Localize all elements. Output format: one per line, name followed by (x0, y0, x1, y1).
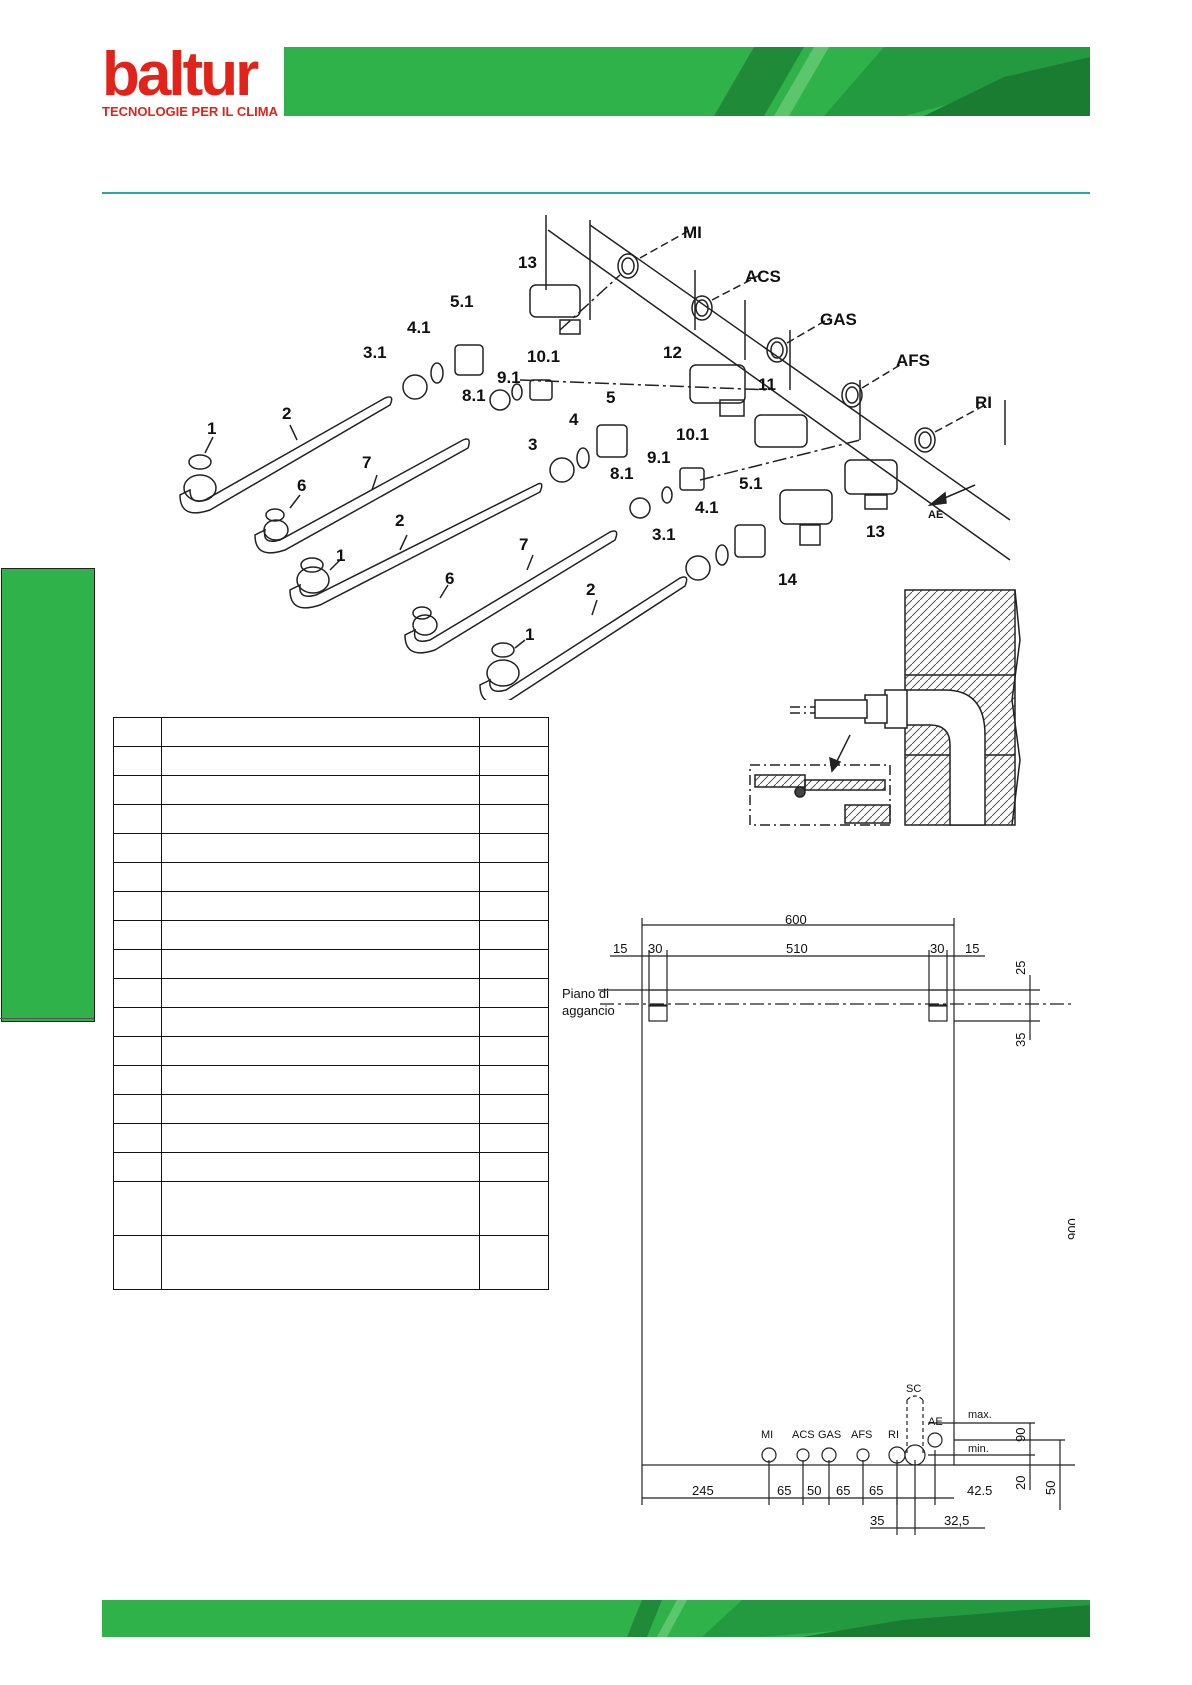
part-label: 1 (525, 625, 534, 644)
part-label: 2 (395, 511, 404, 530)
dim-65-a: 65 (777, 1483, 791, 1498)
part-label: 12 (663, 343, 682, 362)
dim-50-b: 50 (807, 1483, 821, 1498)
table-row (113, 1181, 549, 1236)
label-gas: GAS (820, 310, 857, 329)
part-label: 2 (282, 404, 291, 423)
conn-ri: RI (888, 1429, 899, 1441)
part-label: 5.1 (450, 292, 474, 311)
dim-600: 600 (785, 912, 807, 927)
dim-20: 20 (1013, 1476, 1028, 1490)
part-label: 8.1 (610, 464, 634, 483)
max-label: max. (968, 1409, 992, 1421)
dimension-drawing: 600 15 30 510 30 15 Piano di aggancio 25… (562, 912, 1075, 1535)
dim-35: 35 (1013, 1033, 1028, 1047)
table-row (113, 775, 549, 805)
part-label: 5 (606, 388, 615, 407)
part-label: 14 (778, 570, 797, 589)
part-label: 9.1 (497, 368, 521, 387)
dim-35-bottom: 35 (870, 1513, 884, 1528)
label-acs: ACS (745, 267, 781, 286)
table-row (113, 949, 549, 979)
part-label: 13 (866, 522, 885, 541)
part-label: 10.1 (676, 425, 709, 444)
conn-mi: MI (761, 1429, 773, 1441)
table-row (113, 746, 549, 776)
table-row (113, 1235, 549, 1290)
dim-32-5: 32,5 (944, 1513, 969, 1528)
table-row (113, 1065, 549, 1095)
table-row (113, 862, 549, 892)
dim-245: 245 (692, 1483, 714, 1498)
table-row (113, 804, 549, 834)
header-rule (102, 192, 1090, 194)
parts-table (113, 717, 549, 1290)
part-label: 1 (336, 546, 345, 565)
part-label: 5.1 (739, 474, 763, 493)
hanging-label-line1: Piano di (562, 986, 609, 1001)
footer-band (102, 1600, 1090, 1637)
part-label: 4.1 (695, 498, 719, 517)
dim-90: 90 (1013, 1428, 1028, 1442)
conn-afs: AFS (851, 1429, 872, 1441)
part-label: 2 (586, 580, 595, 599)
exploded-connection-diagram: MI ACS GAS AFS RI AE 13 5.1 4.1 3.1 10.1… (179, 215, 1011, 700)
table-row (113, 1007, 549, 1037)
label-ae: AE (928, 509, 943, 521)
conn-gas: GAS (818, 1429, 841, 1441)
table-row (113, 833, 549, 863)
dim-510: 510 (786, 941, 808, 956)
part-label: 7 (519, 535, 528, 554)
part-label: 11 (758, 375, 776, 394)
dim-900: 900 (1065, 1218, 1075, 1240)
conn-acs: ACS (792, 1429, 815, 1441)
dim-15-right: 15 (965, 941, 979, 956)
part-label: 8.1 (462, 386, 486, 405)
dim-25: 25 (1013, 961, 1028, 975)
part-label: 9.1 (647, 448, 671, 467)
side-divider (0, 1018, 94, 1019)
table-row (113, 1094, 549, 1124)
dim-65-b: 65 (836, 1483, 850, 1498)
dim-15-left: 15 (613, 941, 627, 956)
conn-ae: AE (928, 1416, 943, 1428)
footer-band-stripes (627, 1600, 1090, 1637)
part-label: 4 (569, 410, 579, 429)
conn-sc: SC (906, 1383, 921, 1395)
table-row (113, 891, 549, 921)
part-label: 13 (518, 253, 537, 272)
header-band-stripes (714, 47, 1090, 116)
table-row (113, 1036, 549, 1066)
part-label: 4.1 (407, 318, 431, 337)
part-label: 3.1 (363, 343, 387, 362)
table-row (113, 1152, 549, 1182)
dim-50: 50 (1043, 1481, 1058, 1495)
part-label: 7 (362, 453, 371, 472)
side-tab (1, 568, 95, 1022)
part-label: 3.1 (652, 525, 676, 544)
label-afs: AFS (896, 351, 930, 370)
dim-30-left: 30 (648, 941, 662, 956)
table-row (113, 978, 549, 1008)
dim-65-c: 65 (869, 1483, 883, 1498)
part-label: 6 (297, 476, 306, 495)
brand-tagline: TECNOLOGIE PER IL CLIMA (102, 104, 278, 119)
part-label: 10.1 (527, 347, 560, 366)
label-ri: RI (975, 393, 992, 412)
min-label: min. (968, 1443, 989, 1455)
label-mi: MI (683, 223, 702, 242)
brand-logo: baltur (102, 40, 259, 109)
hanging-label-line2: aggancio (562, 1003, 615, 1018)
table-row (113, 717, 549, 747)
dim-42-5: 42.5 (967, 1483, 992, 1498)
part-label: 3 (528, 435, 537, 454)
table-row (113, 1123, 549, 1153)
part-label: 6 (445, 569, 454, 588)
header-band (284, 47, 1090, 116)
part-label: 1 (207, 419, 216, 438)
dim-30-right: 30 (930, 941, 944, 956)
table-row (113, 920, 549, 950)
wall-section-detail (749, 589, 1021, 826)
